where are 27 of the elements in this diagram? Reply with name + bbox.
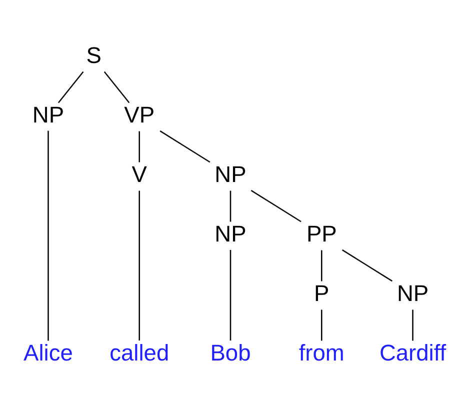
connector — [103, 70, 130, 103]
connector — [412, 309, 413, 340]
connector — [138, 130, 140, 162]
node-text: NP — [214, 160, 246, 186]
connector — [250, 189, 301, 222]
node-text: PP — [306, 220, 336, 246]
node-text: VP — [124, 100, 154, 127]
node-text: Cardiff — [378, 338, 446, 365]
node-text: NP — [214, 220, 246, 246]
node-text: S — [86, 41, 101, 68]
connector — [229, 190, 231, 222]
connector — [320, 309, 322, 340]
connector — [229, 249, 231, 340]
connector — [47, 130, 48, 340]
node-text: Alice — [23, 338, 72, 365]
node-text: called — [109, 338, 169, 365]
node-text: V — [131, 160, 146, 186]
node-text: from — [298, 338, 344, 365]
node-text: P — [314, 279, 329, 306]
connector — [159, 130, 210, 162]
node-text: NP — [32, 100, 64, 127]
connector — [320, 250, 322, 281]
connector — [138, 190, 140, 340]
connector — [57, 70, 84, 103]
node-text: NP — [396, 279, 428, 306]
connector — [341, 248, 392, 282]
node-text: Bob — [210, 338, 250, 365]
